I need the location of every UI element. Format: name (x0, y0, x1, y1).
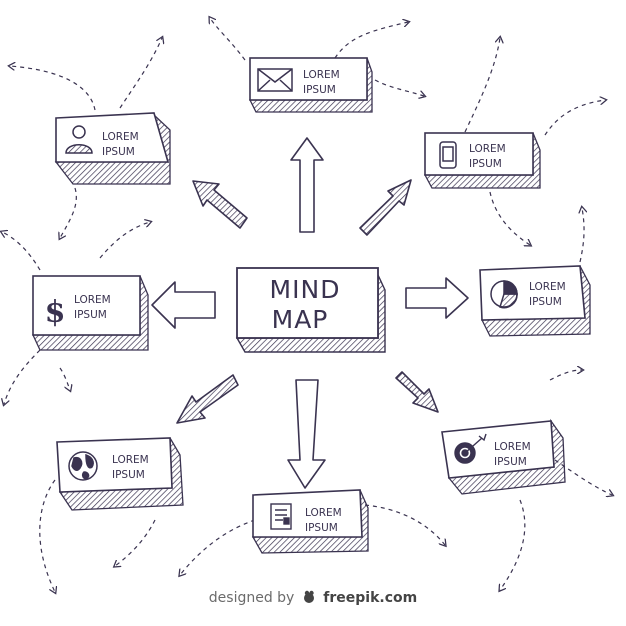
node-document: LOREM IPSUM (251, 489, 369, 554)
freepik-logo-icon (303, 590, 314, 603)
node-label-line2: IPSUM (74, 309, 107, 321)
node-person: LOREM IPSUM (54, 112, 171, 185)
center-title-line2: MAP (272, 305, 329, 334)
node-label-line2: IPSUM (303, 84, 336, 96)
node-label-line1: LOREM (305, 507, 342, 519)
node-label-line2: IPSUM (112, 469, 145, 481)
arrow-down-right (395, 371, 439, 413)
arrow-right (405, 277, 469, 319)
dashed-connector (99, 222, 150, 259)
dashed-connector (549, 370, 582, 381)
envelope-icon (257, 68, 293, 92)
watermark: designed by freepik.com (0, 590, 626, 606)
node-globe: LOREM IPSUM (56, 437, 184, 511)
node-label-line1: LOREM (102, 131, 139, 143)
node-label-line1: LOREM (74, 294, 111, 306)
dashed-connector (115, 519, 156, 566)
dashed-connector (210, 18, 246, 61)
node-pie: LOREM IPSUM (479, 265, 591, 337)
center-arrows (151, 137, 469, 489)
dashed-connector (544, 100, 605, 136)
watermark-brand: freepik.com (323, 590, 418, 606)
dashed-connector (580, 208, 584, 263)
dashed-connector (60, 187, 77, 238)
target-icon (454, 433, 487, 464)
node-target: LOREM IPSUM (441, 418, 566, 495)
node-label-line1: LOREM (469, 143, 506, 155)
globe-icon (68, 451, 98, 481)
person-icon (65, 125, 93, 154)
node-label-line1: LOREM (112, 454, 149, 466)
dashed-connector (334, 22, 408, 59)
center-title-line1: MIND (270, 275, 341, 304)
node-label-line1: LOREM (529, 281, 566, 293)
dashed-connectors (2, 18, 612, 592)
dashed-connector (364, 504, 445, 545)
node-phone: LOREM IPSUM (423, 132, 541, 189)
arrow-up-left (192, 180, 248, 229)
dashed-connector (180, 519, 256, 575)
dashed-connector (500, 499, 526, 590)
dashed-connector (464, 38, 500, 133)
node-dollar: $ LOREM IPSUM (31, 275, 149, 351)
center-box: MIND MAP (235, 267, 386, 353)
dollar-icon: $ (45, 295, 66, 330)
dashed-connector (489, 191, 530, 245)
node-label-line1: LOREM (303, 69, 340, 81)
dashed-connector (39, 479, 55, 592)
dashed-connector (59, 367, 70, 390)
node-label-line2: IPSUM (494, 456, 527, 468)
phone-icon (439, 141, 457, 169)
document-icon (270, 503, 292, 530)
node-label-line1: LOREM (494, 441, 531, 453)
dashed-connector (10, 66, 96, 111)
node-label-line2: IPSUM (305, 522, 338, 534)
dashed-connector (4, 349, 41, 404)
arrow-up (290, 137, 324, 233)
arrow-up-right (359, 179, 412, 236)
dashed-connector (2, 232, 41, 271)
arrow-left (151, 281, 216, 329)
node-label-line2: IPSUM (469, 158, 502, 170)
dashed-connector (374, 79, 424, 96)
node-label-line2: IPSUM (102, 146, 135, 158)
node-envelope: LOREM IPSUM (248, 57, 373, 113)
pie-chart-icon (490, 280, 518, 309)
arrow-down (287, 379, 326, 489)
dashed-connector (119, 38, 162, 109)
node-label-line2: IPSUM (529, 296, 562, 308)
watermark-prefix: designed by (208, 590, 295, 606)
arrow-down-left (176, 374, 239, 424)
